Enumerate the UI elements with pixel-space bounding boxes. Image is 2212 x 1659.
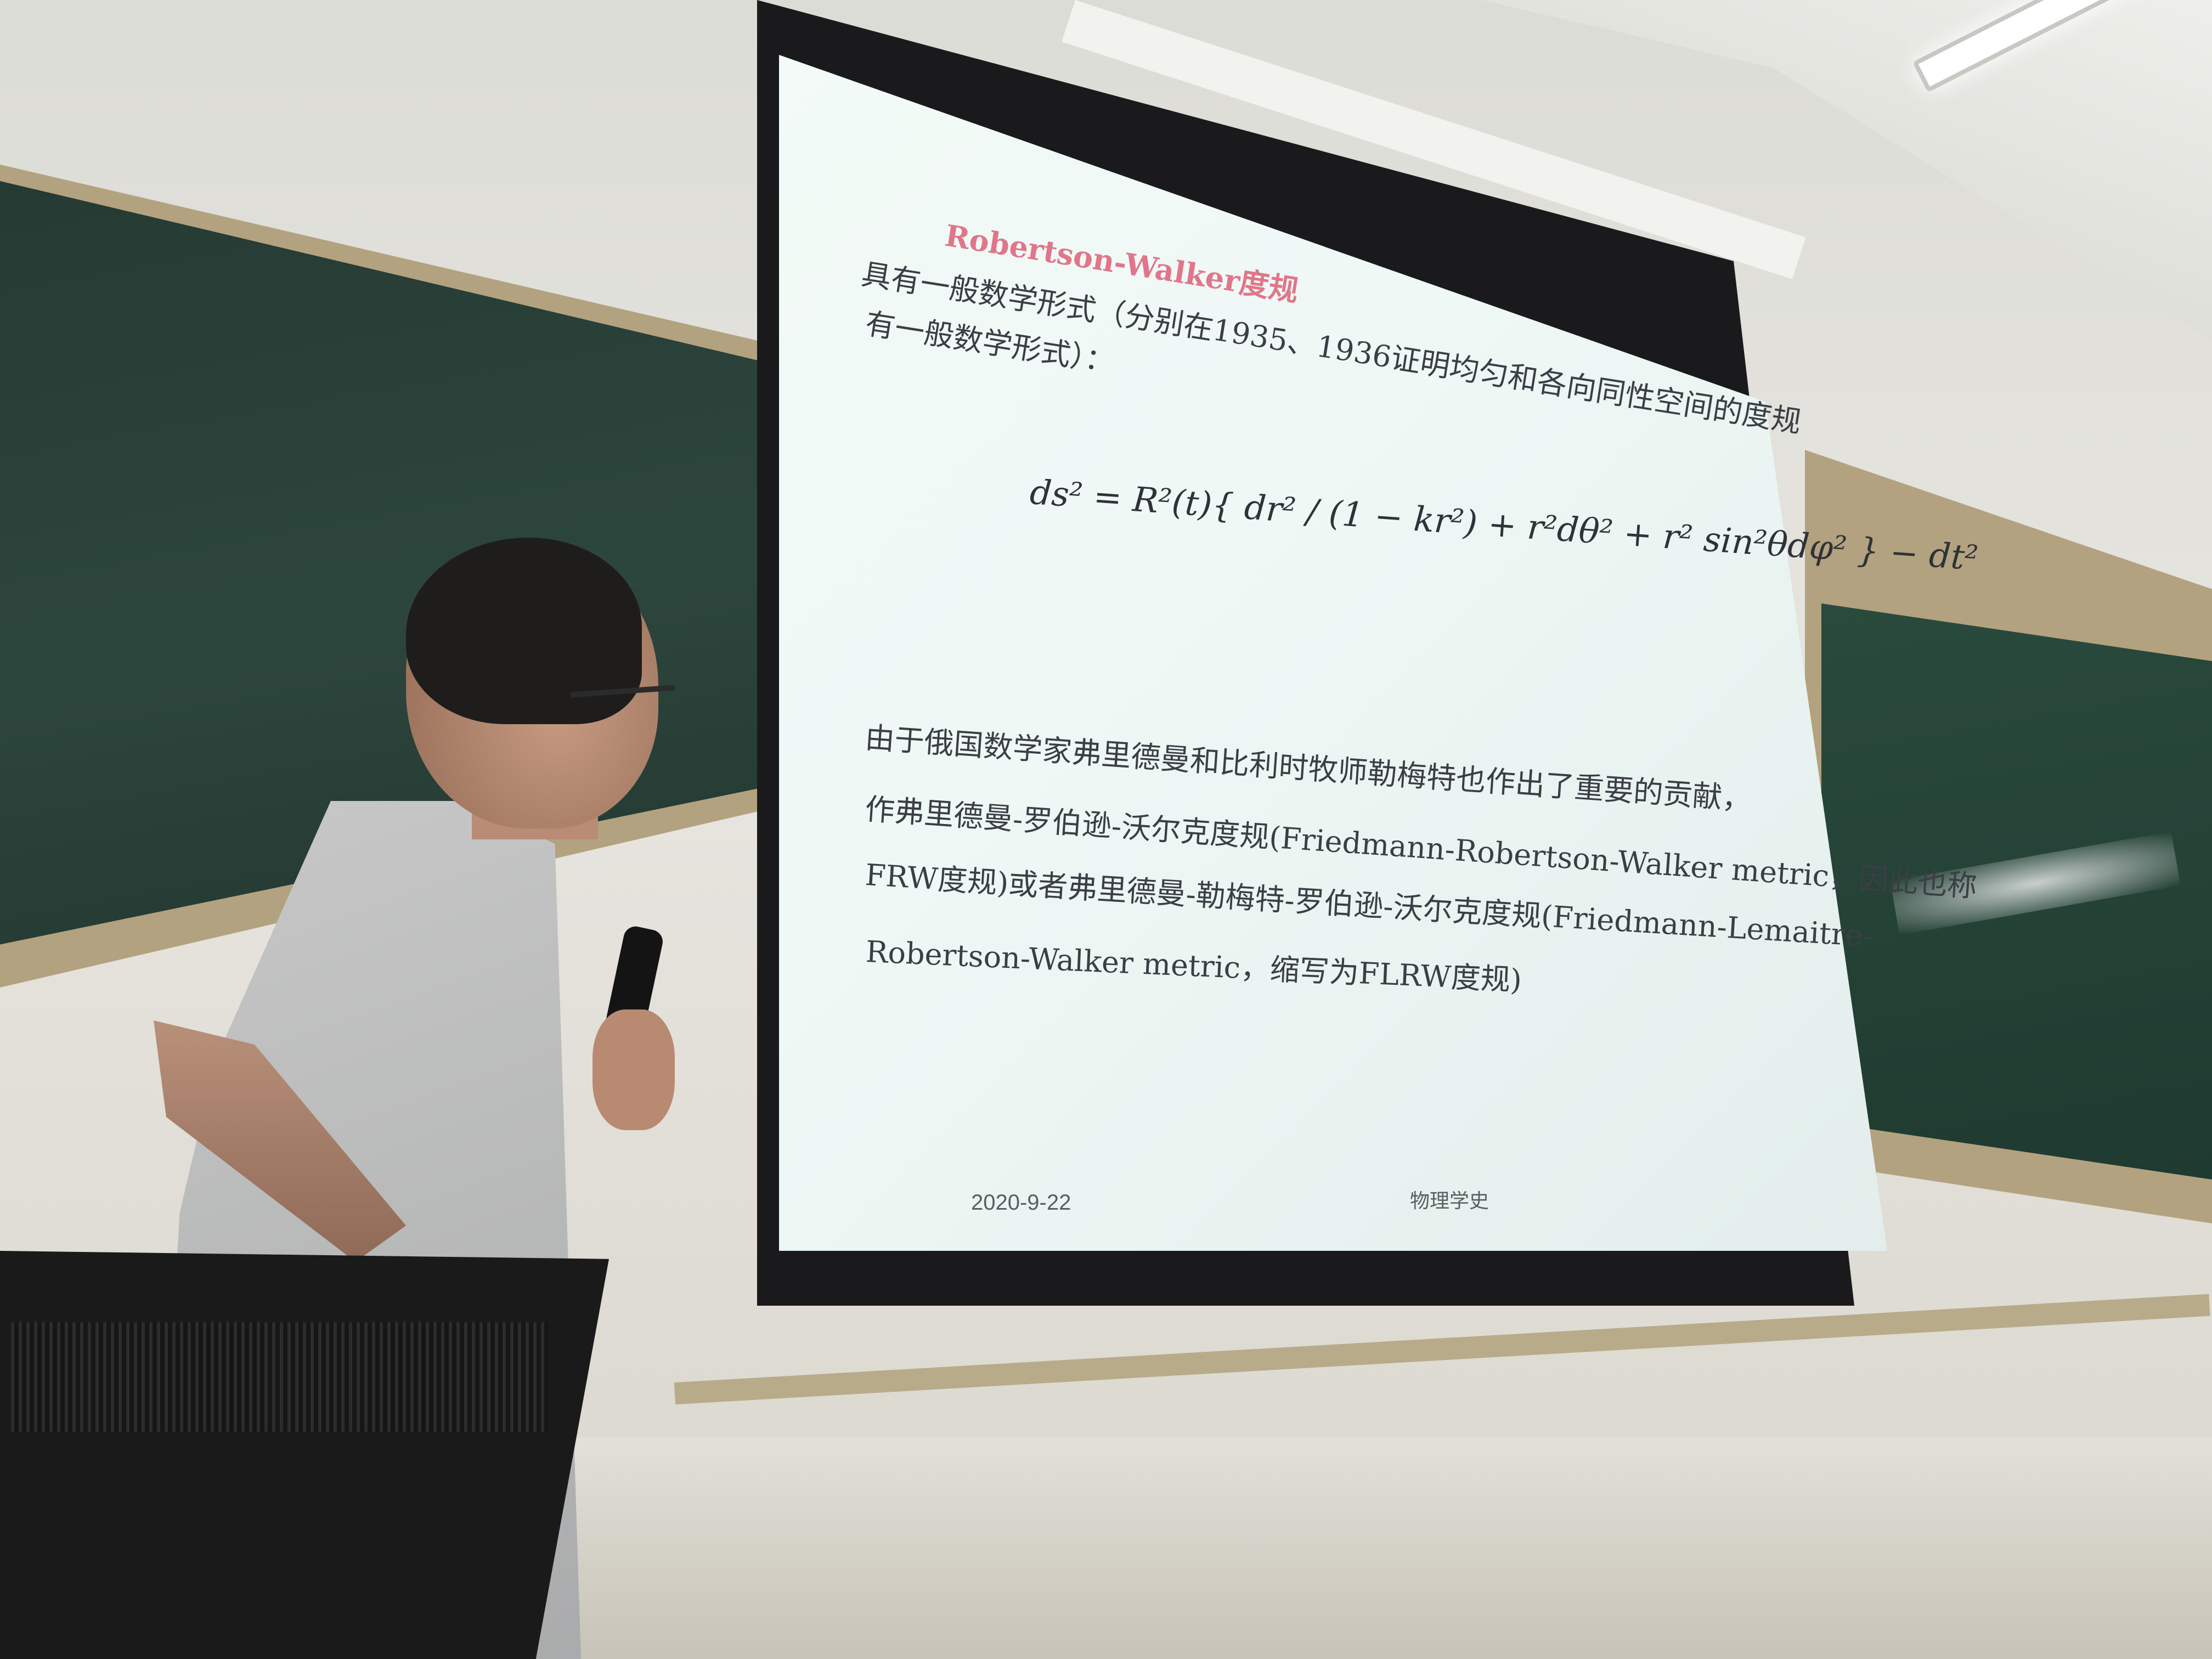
monitor-vent bbox=[11, 1322, 549, 1432]
presenter-hand bbox=[592, 1009, 675, 1130]
slide-footer-course: 物理学史 bbox=[1410, 1190, 1489, 1212]
presenter-hair bbox=[406, 538, 642, 724]
slide-footer-date: 2020-9-22 bbox=[971, 1190, 1071, 1215]
podium-monitor bbox=[0, 1251, 609, 1659]
